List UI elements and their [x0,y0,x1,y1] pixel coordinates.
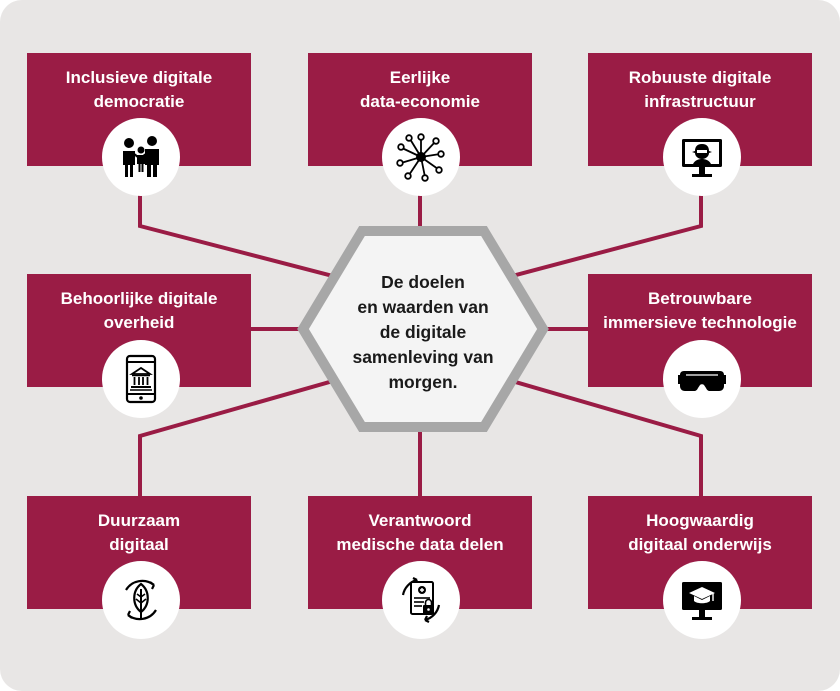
goal-label: Behoorlijke digitale overheid [60,289,218,332]
goal-label: Inclusieve digitale democratie [65,68,213,111]
goal-label: Verantwoord medische data delen [336,511,504,554]
goal-label: Duurzaam digitaal [97,511,181,554]
hub-text: De doelen en waarden van de digitale sam… [352,272,494,392]
leaf-cycle-icon [102,561,180,639]
connector-sustainable-digital [138,378,336,498]
goal-label: Eerlijke data-economie [360,68,480,111]
medical-document-icon [382,561,460,639]
family-icon [102,118,180,196]
tablet-government-icon [102,340,180,418]
connector-digital-education [509,378,703,498]
goal-label: Hoogwaardig digitaal onderwijs [628,511,772,554]
goal-label: Betrouwbare immersieve technologie [603,289,797,332]
data-network-icon [382,118,460,196]
hub-hexagon [297,226,549,432]
goal-label: Robuuste digitale infrastructuur [628,68,772,111]
monitor-graduation-icon [663,561,741,639]
monitor-hacker-icon [663,118,741,196]
vr-headset-icon [663,340,741,418]
